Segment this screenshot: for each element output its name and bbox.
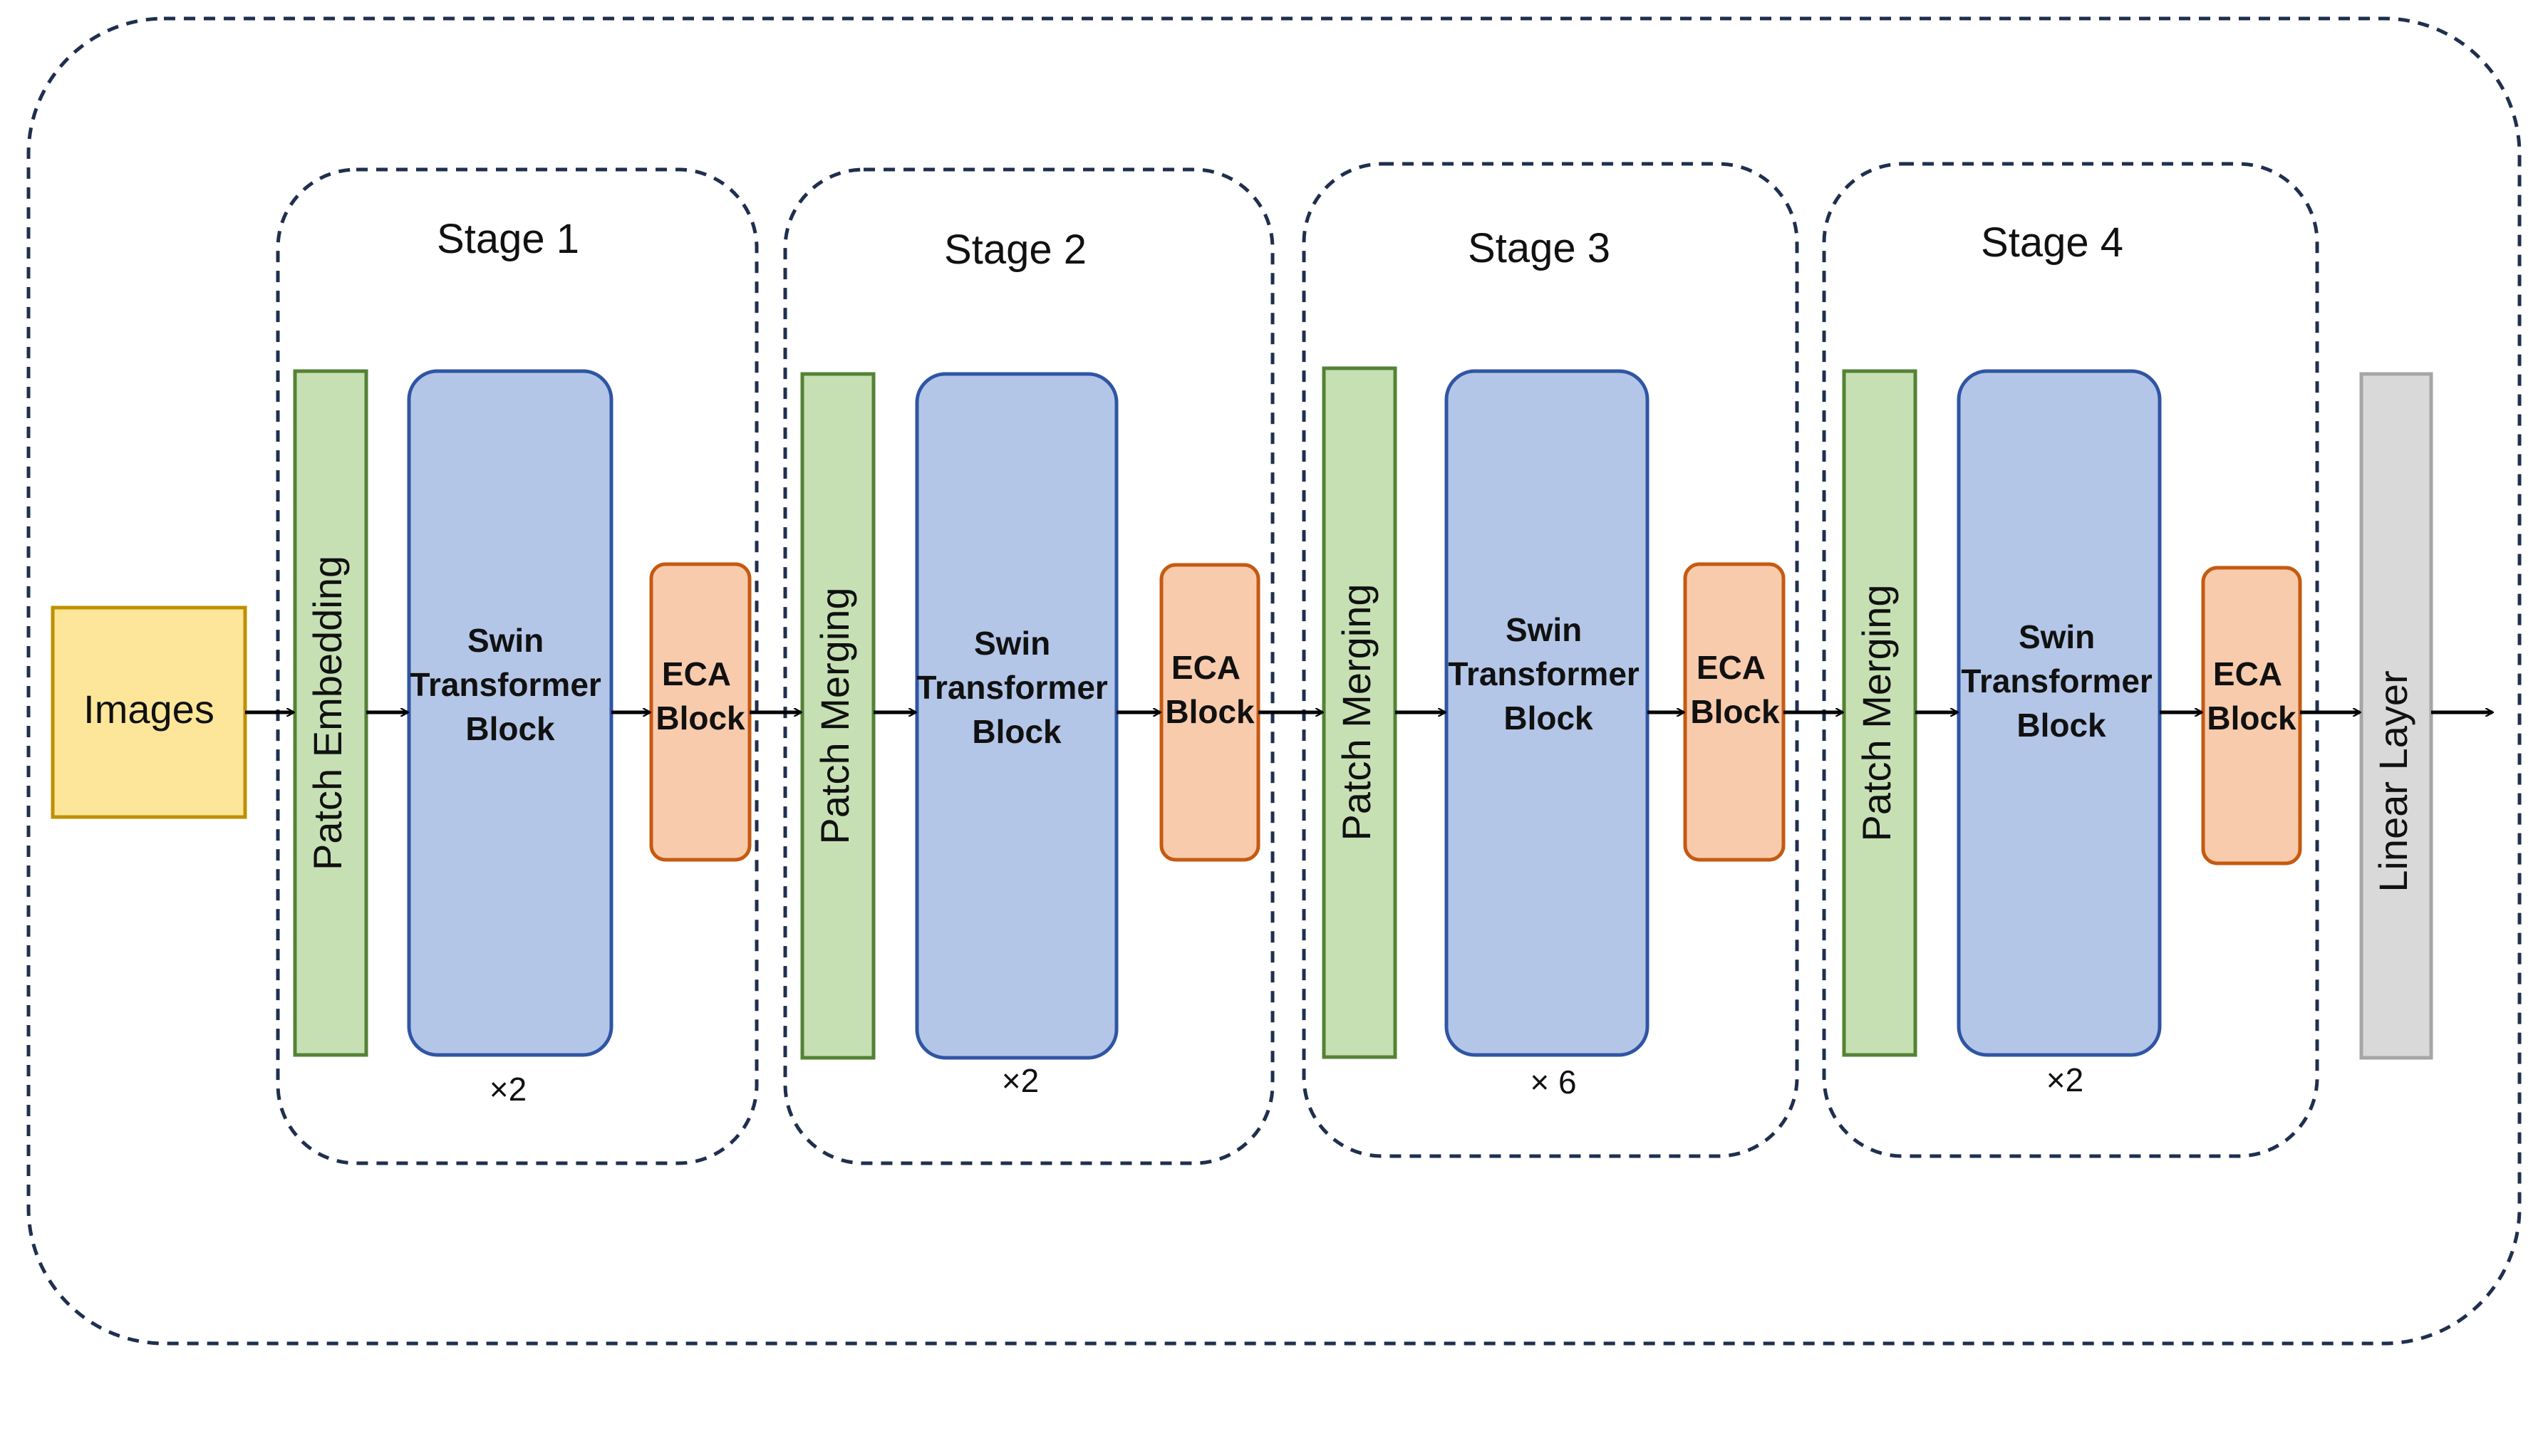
- swin-label-line: Swin: [467, 622, 544, 659]
- swin-label-line: Swin: [2019, 618, 2095, 655]
- eca-label-line: ECA: [1697, 649, 1765, 686]
- stage-2-frame: [783, 167, 1275, 1165]
- repeat-label-stage-1: ×2: [490, 1071, 527, 1108]
- swin-label-stage-3: Swin Transformer Block: [1448, 611, 1648, 737]
- stage-4-title: Stage 4: [1981, 219, 2123, 266]
- eca-label-line: ECA: [2213, 655, 2282, 692]
- repeat-label-stage-2: ×2: [1002, 1062, 1039, 1099]
- swin-block-stage-2: [915, 372, 1119, 1060]
- stage-1-frame: [276, 167, 759, 1165]
- swin-label-line: Block: [2016, 707, 2106, 744]
- swin-label-line: Transformer: [1448, 655, 1640, 692]
- swin-label-stage-1: Swin Transformer Block: [410, 622, 610, 747]
- patch-merging-label-stage-4: Patch Merging: [1854, 584, 1899, 841]
- eca-label-stage-2: ECA Block: [1165, 649, 1255, 730]
- eca-label-line: ECA: [662, 655, 730, 692]
- swin-label-line: Transformer: [410, 666, 601, 703]
- linear-layer-label: Linear Layer: [2371, 670, 2415, 892]
- swin-label-stage-4: Swin Transformer Block: [1961, 618, 2161, 744]
- patch-merging-box-stage-3: [1322, 366, 1397, 1059]
- eca-label-line: Block: [656, 700, 745, 737]
- images-box: [51, 605, 247, 819]
- patch-merging-label-stage-2: Patch Merging: [812, 587, 857, 844]
- repeat-label-stage-4: ×2: [2046, 1061, 2083, 1098]
- eca-label-line: Block: [1165, 693, 1255, 730]
- swin-label-line: Swin: [1506, 611, 1582, 648]
- patch-embedding-label: Patch Embedding: [305, 556, 350, 870]
- stage-1-title: Stage 1: [437, 216, 579, 262]
- eca-label-line: Block: [1690, 693, 1780, 730]
- linear-layer-box: [2359, 372, 2433, 1060]
- swin-label-line: Swin: [974, 625, 1050, 662]
- patch-merging-label-stage-3: Patch Merging: [1334, 583, 1379, 841]
- repeat-label-stage-3: × 6: [1530, 1064, 1576, 1101]
- images-label: Images: [83, 687, 214, 732]
- swin-label-line: Block: [465, 710, 555, 747]
- stage-4-frame: [1822, 162, 2319, 1158]
- swin-label-line: Block: [972, 713, 1062, 750]
- stage-3-frame: [1302, 162, 1799, 1158]
- swin-label-stage-2: Swin Transformer Block: [916, 625, 1117, 750]
- swin-label-line: Block: [1503, 700, 1593, 737]
- eca-label-stage-4: ECA Block: [2207, 655, 2296, 737]
- eca-label-stage-1: ECA Block: [656, 655, 745, 737]
- stage-3-title: Stage 3: [1468, 225, 1610, 271]
- eca-block-stage-4: [2201, 566, 2302, 865]
- swin-label-line: Transformer: [916, 669, 1108, 706]
- patch-merging-box-stage-4: [1842, 369, 1917, 1057]
- patch-embedding-box: [293, 369, 368, 1057]
- eca-label-line: ECA: [1171, 649, 1240, 686]
- swin-label-line: Transformer: [1961, 662, 2153, 700]
- eca-label-stage-3: ECA Block: [1690, 649, 1780, 730]
- eca-label-line: Block: [2207, 700, 2296, 737]
- patch-merging-box-stage-2: [800, 372, 876, 1060]
- outer-frame: [26, 16, 2522, 1346]
- stage-2-title: Stage 2: [944, 227, 1087, 273]
